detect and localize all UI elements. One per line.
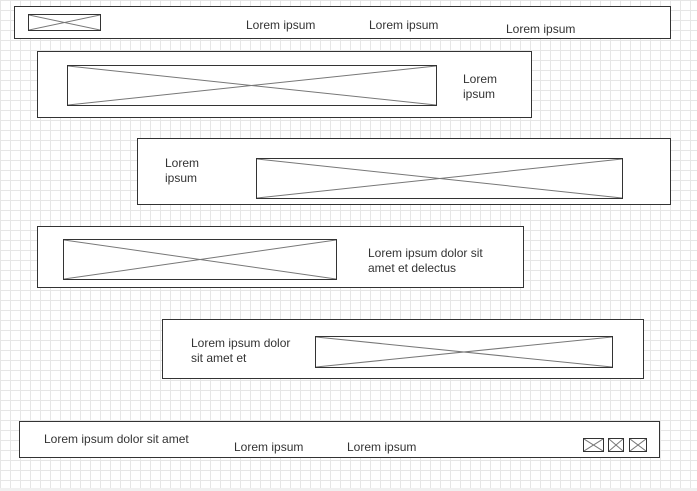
feature-section-1: Lorem ipsum xyxy=(37,51,532,118)
feature-image-4 xyxy=(315,336,613,368)
image-placeholder-icon xyxy=(630,439,646,451)
image-placeholder-icon xyxy=(609,439,623,451)
feature-text-1: Lorem ipsum xyxy=(463,72,498,101)
footer-tagline: Lorem ipsum dolor sit amet xyxy=(44,432,189,446)
footer-link-2[interactable]: Lorem ipsum xyxy=(347,440,417,454)
image-placeholder-icon xyxy=(29,15,100,30)
header-bar: Lorem ipsum Lorem ipsum Lorem ipsum xyxy=(14,6,671,39)
nav-link-3[interactable]: Lorem ipsum xyxy=(506,22,576,36)
page-bottom-edge xyxy=(0,488,697,491)
logo-image-placeholder[interactable] xyxy=(28,14,101,31)
feature-image-2 xyxy=(256,158,623,199)
feature-text-3: Lorem ipsum dolor sit amet et delectus xyxy=(368,246,483,275)
social-icon-2[interactable] xyxy=(608,438,624,452)
feature-section-2: Lorem ipsum xyxy=(137,138,671,205)
nav-link-2[interactable]: Lorem ipsum xyxy=(369,18,439,32)
feature-image-3 xyxy=(63,239,337,280)
image-placeholder-icon xyxy=(64,240,336,279)
image-placeholder-icon xyxy=(68,66,436,105)
feature-text-2: Lorem ipsum xyxy=(165,156,200,185)
footer-bar: Lorem ipsum dolor sit amet Lorem ipsum L… xyxy=(19,421,660,458)
feature-text-4: Lorem ipsum dolor sit amet et xyxy=(191,336,291,365)
social-icon-1[interactable] xyxy=(583,438,604,452)
footer-link-1[interactable]: Lorem ipsum xyxy=(234,440,304,454)
feature-image-1 xyxy=(67,65,437,106)
image-placeholder-icon xyxy=(584,439,603,451)
feature-section-4: Lorem ipsum dolor sit amet et xyxy=(162,319,644,379)
social-icon-3[interactable] xyxy=(629,438,647,452)
nav-link-1[interactable]: Lorem ipsum xyxy=(246,18,316,32)
feature-section-3: Lorem ipsum dolor sit amet et delectus xyxy=(37,226,524,288)
image-placeholder-icon xyxy=(257,159,622,198)
image-placeholder-icon xyxy=(316,337,612,367)
